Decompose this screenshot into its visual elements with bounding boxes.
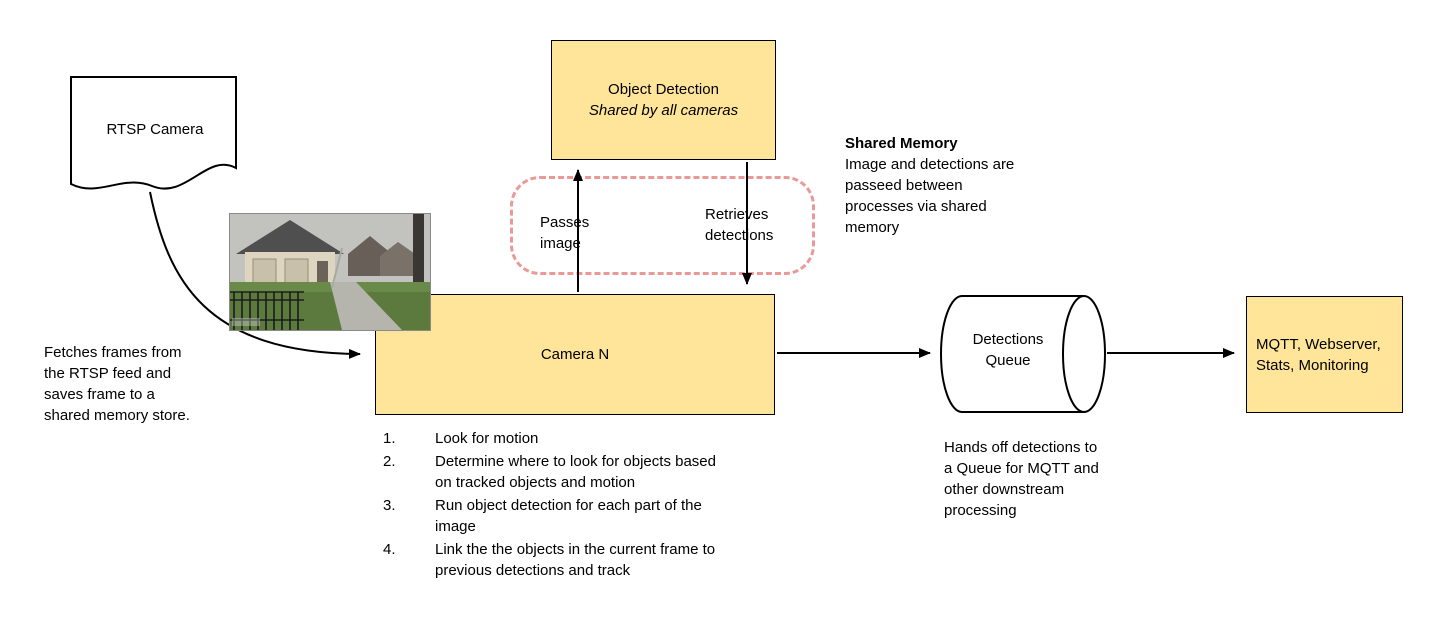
outputs-label: MQTT, Webserver, Stats, Monitoring	[1256, 335, 1381, 374]
step-text: Look for motion	[435, 430, 539, 447]
shared-memory-boundary	[510, 176, 815, 275]
rtsp-camera-document-shape	[70, 76, 237, 190]
object-detection-node: Object Detection Shared by all cameras	[551, 40, 776, 160]
object-detection-title: Object Detection	[608, 81, 719, 98]
camera-n-label: Camera N	[540, 346, 610, 363]
object-detection-subtitle: Shared by all cameras	[588, 102, 739, 119]
step-number: 3.	[383, 497, 396, 514]
step-text: Determine where to look for objects base…	[435, 453, 716, 491]
list-item: 3. Run object detection for each part of…	[383, 495, 735, 537]
outputs-node: MQTT, Webserver, Stats, Monitoring	[1246, 296, 1403, 413]
retrieves-detections-label: Retrieves detections	[705, 206, 774, 244]
list-item: 4. Link the the objects in the current f…	[383, 539, 735, 581]
queue-cylinder-cap	[1062, 295, 1106, 413]
fetch-frames-note: Fetches frames from the RTSP feed and sa…	[44, 344, 190, 424]
step-number: 1.	[383, 430, 396, 447]
list-item: 1. Look for motion	[383, 428, 735, 449]
step-number: 4.	[383, 541, 396, 558]
camera-snapshot-scene	[230, 214, 430, 330]
step-text: Link the the objects in the current fram…	[435, 541, 716, 579]
step-number: 2.	[383, 453, 396, 470]
detections-queue-label: Detections Queue	[972, 331, 1044, 369]
queue-cylinder-body	[940, 295, 1084, 413]
handoff-note: Hands off detections to a Queue for MQTT…	[944, 439, 1099, 519]
camera-n-node: Camera N	[375, 294, 775, 415]
rtsp-camera-label: RTSP Camera	[106, 121, 204, 138]
arrow-rtsp-to-camera	[149, 191, 361, 359]
shared-memory-note-title: Shared Memory	[845, 135, 958, 152]
step-text: Run object detection for each part of th…	[435, 497, 702, 535]
camera-steps-list: 1. Look for motion 2. Determine where to…	[383, 428, 735, 583]
list-item: 2. Determine where to look for objects b…	[383, 451, 735, 493]
passes-image-label: Passes image	[540, 214, 590, 252]
shared-memory-note-body: Image and detections are passeed between…	[845, 156, 1015, 236]
camera-snapshot-image	[229, 213, 431, 331]
shared-memory-note: Shared Memory Image and detections are p…	[845, 133, 1030, 238]
